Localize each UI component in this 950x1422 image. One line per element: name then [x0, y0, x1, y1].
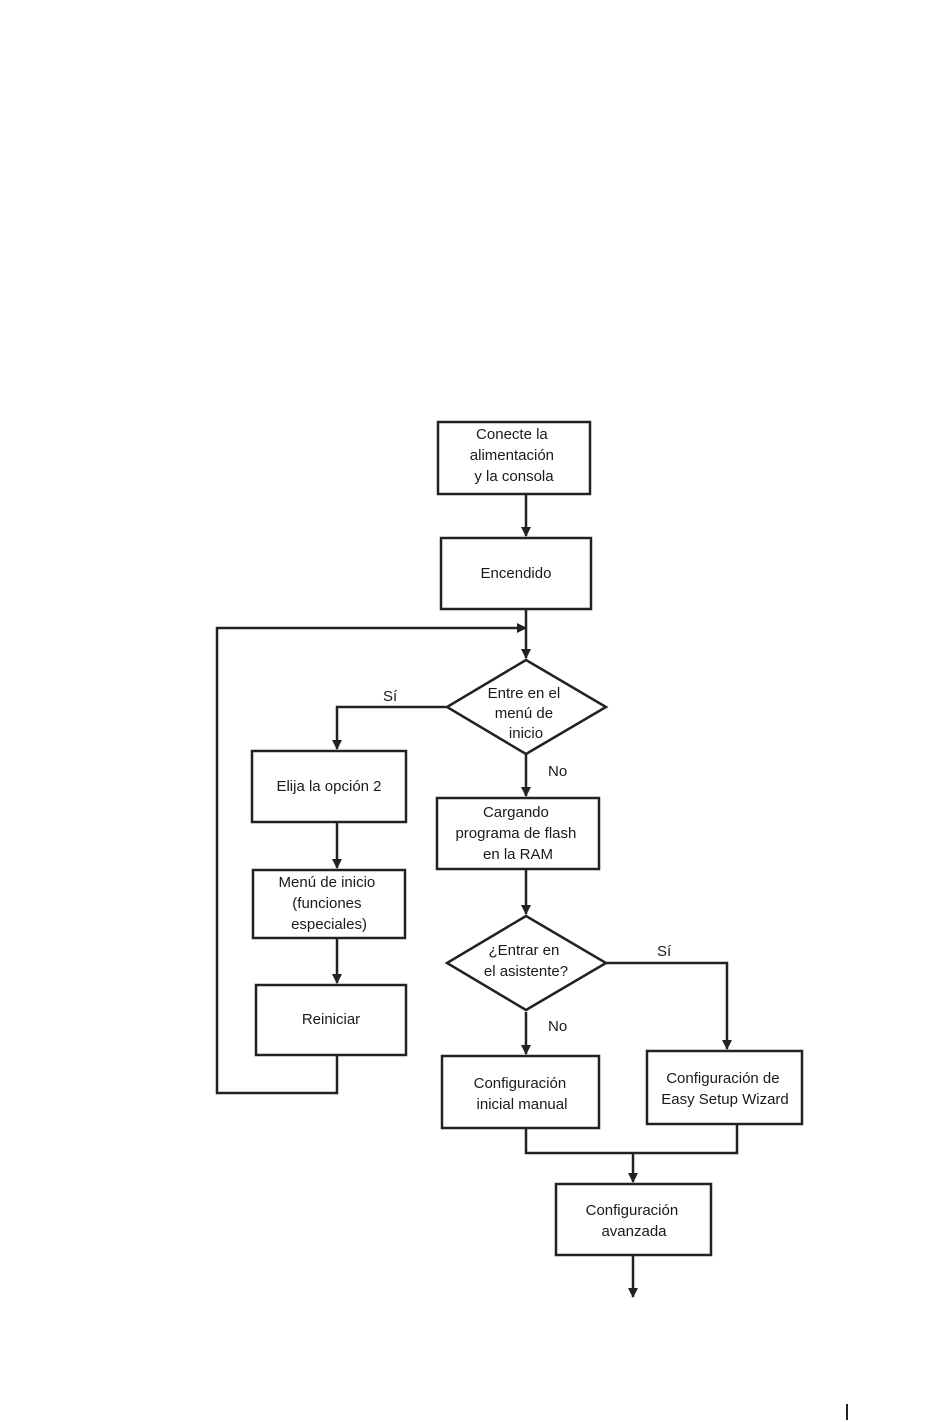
node-loading-flash-ram: Cargando programa de flash en la RAM	[435, 796, 601, 871]
node-text: Cargando programa de flash en la RAM	[455, 804, 580, 863]
node-manual-initial-config: Configuración inicial manual	[440, 1054, 601, 1130]
edge-restart-loop	[215, 623, 527, 1095]
node-text: Menú de inicio (funciones especiales)	[279, 874, 380, 933]
node-text: Configuración de Easy Setup Wizard	[661, 1070, 789, 1108]
node-connect-power-console: Conecte la alimentación y la consola	[436, 420, 592, 496]
node-text: Encendido	[481, 565, 552, 582]
edge-manual-merge	[524, 1128, 633, 1155]
node-restart: Reiniciar	[254, 983, 408, 1057]
node-text: Elija la opción 2	[276, 778, 381, 795]
node-text: Entre en el menú de inicio	[488, 685, 565, 742]
node-text: Configuración avanzada	[586, 1202, 683, 1240]
node-power-on: Encendido	[439, 536, 593, 611]
node-boot-menu-special: Menú de inicio (funciones especiales)	[251, 868, 407, 940]
decision-enter-wizard: ¿Entrar en el asistente?	[444, 914, 609, 1012]
node-text: Reiniciar	[302, 1011, 360, 1028]
edge-bootq-yes	[332, 705, 447, 750]
edge-label-wizard-no: No	[548, 1018, 567, 1035]
page-margin-bar	[846, 1404, 848, 1420]
edge-wizardq-yes	[606, 961, 732, 1050]
edge-label-boot-yes: Sí	[383, 688, 398, 705]
edge-wizard-merge	[633, 1124, 739, 1155]
node-text: ¿Entrar en el asistente?	[484, 942, 568, 980]
node-easy-setup-wizard-config: Configuración de Easy Setup Wizard	[645, 1049, 804, 1126]
node-choose-option-2: Elija la opción 2	[250, 749, 408, 824]
node-text: Configuración inicial manual	[474, 1075, 571, 1113]
node-text: Conecte la alimentación y la consola	[470, 426, 558, 485]
connectors	[215, 494, 739, 1298]
edge-label-wizard-yes: Sí	[657, 943, 672, 960]
node-advanced-config: Configuración avanzada	[554, 1182, 713, 1257]
edge-label-boot-no: No	[548, 763, 567, 780]
decision-boot-menu: Entre en el menú de inicio	[444, 658, 609, 756]
